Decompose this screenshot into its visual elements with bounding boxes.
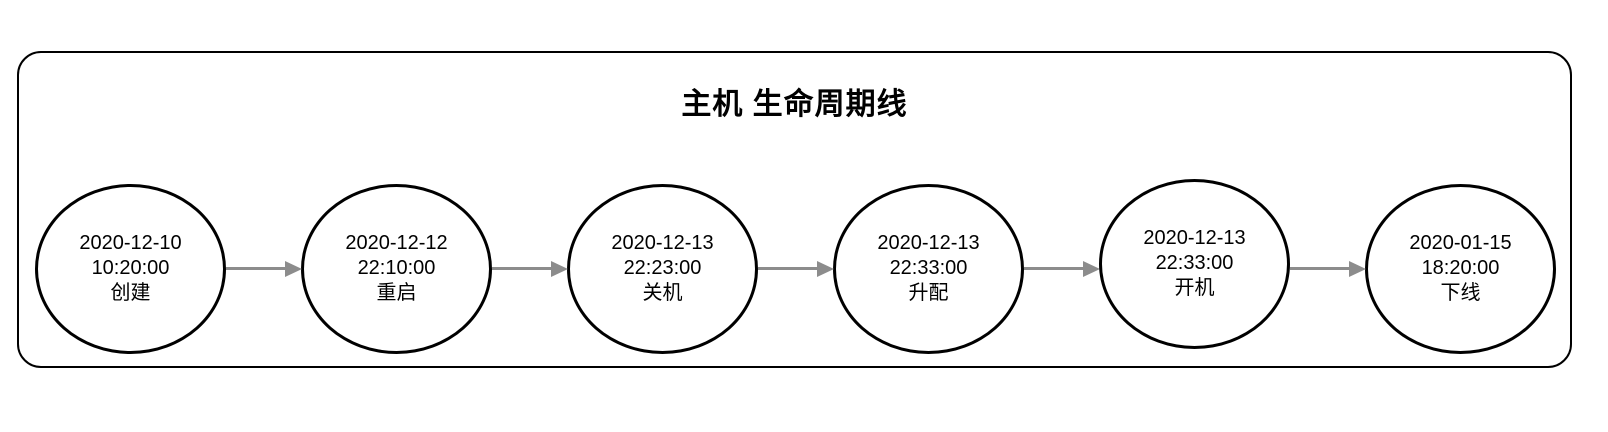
node-label: 下线 (1440, 282, 1481, 304)
arrow-shaft (1290, 267, 1352, 270)
lifecycle-node-reboot: 2020-12-12 22:10:00 重启 (301, 183, 492, 354)
lifecycle-node-upgrade: 2020-12-13 22:33:00 升配 (833, 183, 1024, 354)
lifecycle-diagram-frame: 主机 生命周期线 2020-12-10 10:20:00 创建 2020-12-… (17, 51, 1572, 368)
arrow-shaft (758, 267, 820, 270)
arrow-shaft (492, 267, 554, 270)
flow-arrow-icon (1290, 260, 1366, 277)
lifecycle-node-poweron: 2020-12-13 22:33:00 开机 (1099, 178, 1290, 349)
lifecycle-timeline: 2020-12-10 10:20:00 创建 2020-12-12 22:10:… (35, 178, 1556, 354)
flow-arrow-icon (758, 260, 834, 277)
flow-arrow-icon (1024, 260, 1100, 277)
node-date: 2020-12-13 (877, 232, 980, 254)
flow-arrow-icon (226, 260, 302, 277)
arrow-head-icon (285, 260, 302, 277)
node-label: 开机 (1174, 277, 1215, 299)
diagram-title: 主机 生命周期线 (681, 88, 908, 121)
node-time: 22:33:00 (889, 257, 968, 279)
arrow-shaft (1024, 267, 1086, 270)
node-label: 重启 (376, 282, 417, 304)
node-date: 2020-12-10 (79, 232, 182, 254)
node-label: 创建 (110, 282, 151, 304)
node-date: 2020-01-15 (1409, 232, 1512, 254)
arrow-head-icon (551, 260, 568, 277)
flow-arrow-icon (492, 260, 568, 277)
node-time: 22:23:00 (623, 257, 702, 279)
arrow-head-icon (1083, 260, 1100, 277)
node-date: 2020-12-13 (611, 232, 714, 254)
node-label: 升配 (908, 282, 949, 304)
node-date: 2020-12-12 (345, 232, 448, 254)
arrow-head-icon (1349, 260, 1366, 277)
arrow-head-icon (817, 260, 834, 277)
node-date: 2020-12-13 (1143, 227, 1246, 249)
node-time: 10:20:00 (91, 257, 170, 279)
lifecycle-node-shutdown: 2020-12-13 22:23:00 关机 (567, 183, 758, 354)
lifecycle-node-offline: 2020-01-15 18:20:00 下线 (1365, 183, 1556, 354)
node-time: 22:33:00 (1155, 252, 1234, 274)
arrow-shaft (226, 267, 288, 270)
lifecycle-node-create: 2020-12-10 10:20:00 创建 (35, 183, 226, 354)
node-label: 关机 (642, 282, 683, 304)
node-time: 18:20:00 (1421, 257, 1500, 279)
node-time: 22:10:00 (357, 257, 436, 279)
